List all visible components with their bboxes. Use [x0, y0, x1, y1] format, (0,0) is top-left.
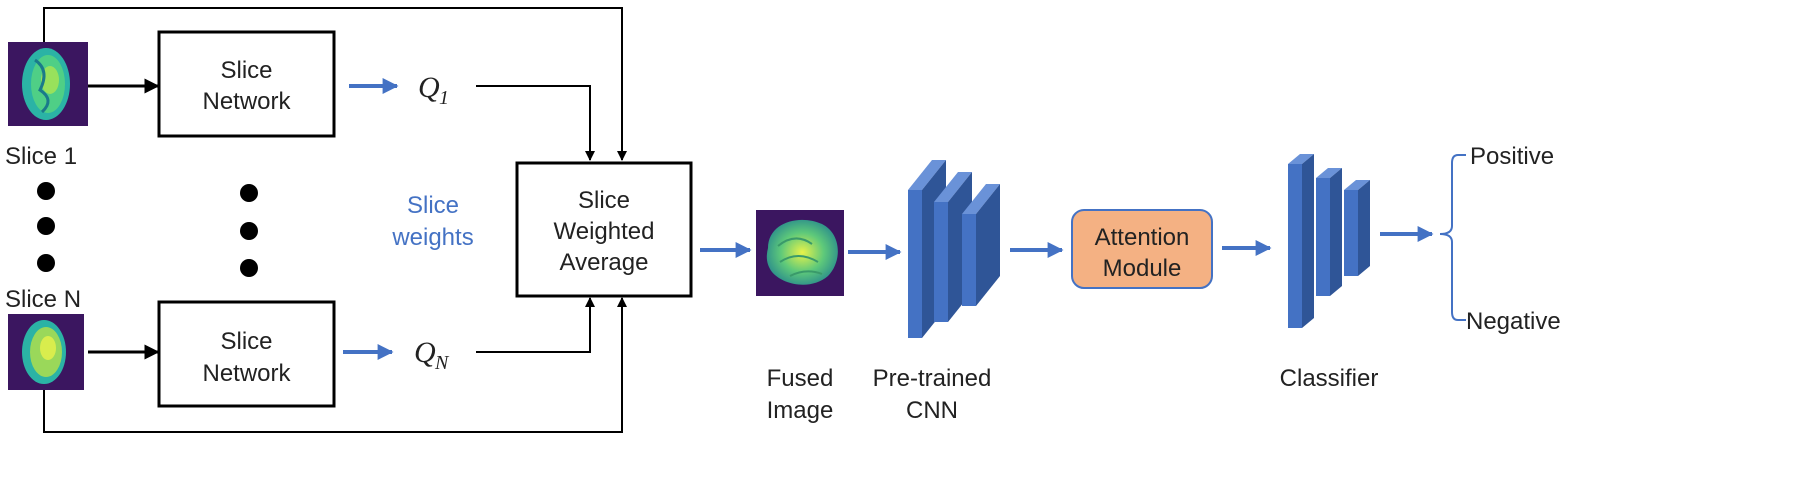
attention-module: Attention Module — [1071, 209, 1213, 289]
output-negative-label: Negative — [1466, 308, 1561, 335]
attention-line1: Attention — [1095, 224, 1190, 251]
q1-to-average-line — [476, 85, 595, 161]
svg-text:N: N — [434, 352, 450, 374]
slice-1-label: Slice 1 — [5, 143, 77, 170]
slice-n-label: Slice N — [5, 286, 81, 313]
fused-image-label-line1: Fused — [767, 365, 834, 392]
output-positive-label: Positive — [1470, 143, 1554, 170]
svg-text:Q: Q — [418, 71, 440, 104]
weighted-average-line3: Average — [560, 249, 649, 276]
weighted-average-box: Slice Weighted Average — [515, 161, 693, 298]
svg-text:1: 1 — [439, 87, 449, 109]
svg-text:Q: Q — [414, 336, 436, 369]
cnn-label-line2: CNN — [906, 397, 958, 424]
qn-to-average-line — [476, 297, 595, 353]
slice-n-bypass-line — [43, 297, 627, 433]
attention-line2: Module — [1103, 255, 1182, 282]
slice-network-top: Slice Network — [157, 30, 336, 138]
slice-network-bottom-line1: Slice — [220, 328, 272, 355]
network-dots — [240, 184, 258, 277]
weighted-average-line1: Slice — [578, 187, 630, 214]
classifier-label: Classifier — [1280, 365, 1379, 392]
slice-dots-left — [37, 182, 55, 272]
slice-1-image — [8, 42, 88, 126]
slice-1-bypass-line — [43, 7, 627, 161]
slice-network-top-line2: Network — [202, 88, 291, 115]
slice-n-image — [8, 314, 84, 390]
fused-image — [756, 210, 844, 296]
slice-network-bottom-line2: Network — [202, 360, 291, 387]
q1-symbol: Q 1 — [418, 71, 449, 109]
weighted-average-line2: Weighted — [554, 218, 655, 245]
pretrained-cnn — [908, 160, 1000, 338]
slice-weights-label-line1: Slice — [407, 192, 459, 219]
fused-image-label-line2: Image — [767, 397, 834, 424]
qn-symbol: Q N — [414, 336, 450, 374]
output-bracket — [1439, 154, 1466, 321]
slice-weights-label-line2: weights — [391, 224, 473, 251]
cnn-label-line1: Pre-trained — [873, 365, 992, 392]
slice-network-bottom: Slice Network — [157, 300, 336, 408]
slice-network-top-line1: Slice — [220, 57, 272, 84]
classifier-block — [1288, 154, 1370, 328]
